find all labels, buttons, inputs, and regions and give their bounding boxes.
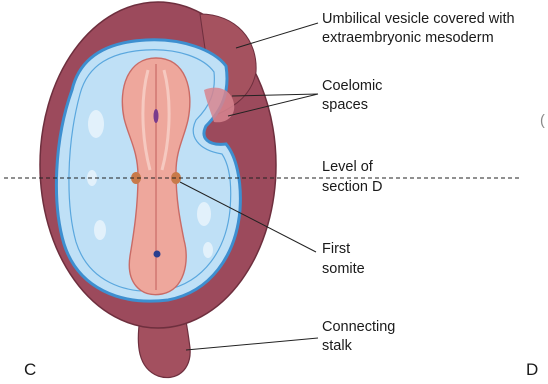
label-stalk-line2: stalk bbox=[322, 337, 352, 356]
label-coelomic-line2: spaces bbox=[322, 96, 368, 115]
label-stalk-line1: Connecting bbox=[322, 318, 395, 337]
label-coelomic-line1: Coelomic bbox=[322, 77, 382, 96]
label-somite-line2: somite bbox=[322, 260, 365, 279]
leader-umbilical bbox=[236, 23, 318, 48]
primitive-node bbox=[154, 109, 159, 123]
caudal-point bbox=[154, 251, 161, 258]
leader-stalk bbox=[186, 338, 318, 350]
label-somite-line1: First bbox=[322, 240, 350, 259]
label-level-line2: section D bbox=[322, 178, 382, 197]
label-umbilical-line1: Umbilical vesicle covered with bbox=[322, 10, 515, 29]
label-level-line1: Level of bbox=[322, 158, 373, 177]
edge-mark: ( bbox=[540, 112, 545, 131]
panel-label-c: C bbox=[24, 360, 36, 380]
panel-label-d: D bbox=[526, 360, 538, 380]
label-umbilical-line2: extraembryonic mesoderm bbox=[322, 29, 494, 48]
